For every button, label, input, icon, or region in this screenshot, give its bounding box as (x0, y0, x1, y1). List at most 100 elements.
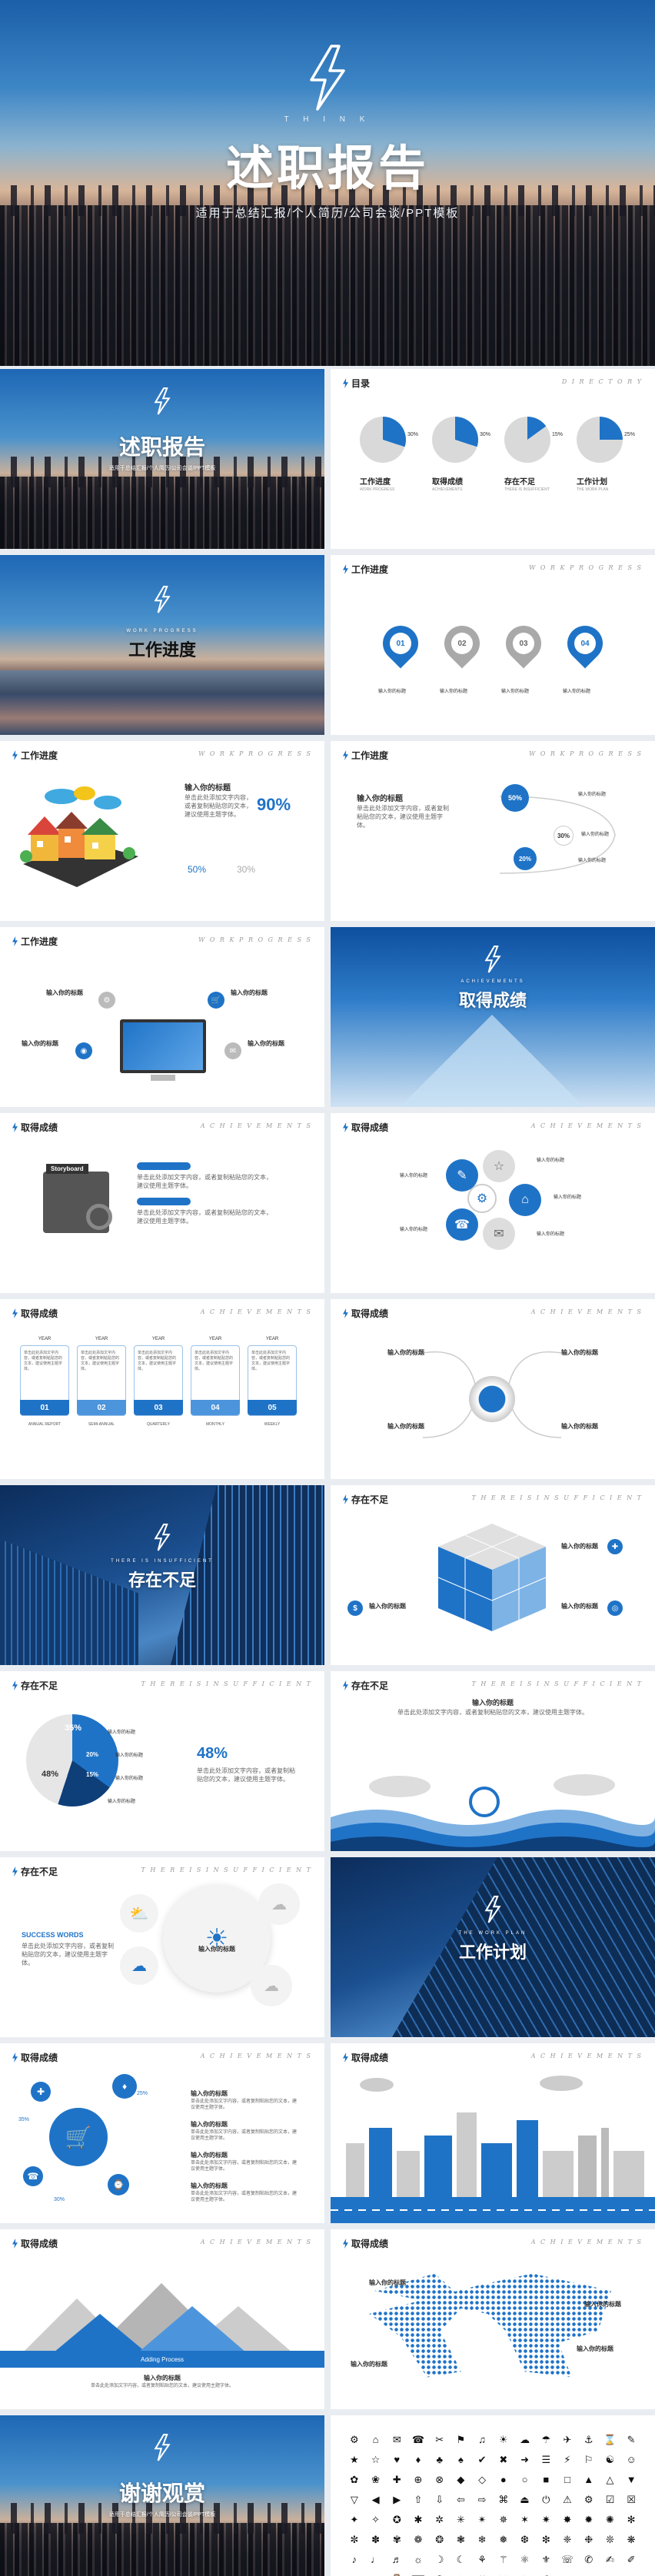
library-glyph-icon[interactable]: ☁ (520, 2434, 530, 2445)
library-glyph-icon[interactable]: ⚛ (520, 2554, 530, 2565)
library-glyph-icon[interactable]: ⚑ (456, 2434, 466, 2445)
library-glyph-icon[interactable]: ✇ (431, 2572, 448, 2576)
library-glyph-icon[interactable]: ♫ (478, 2434, 486, 2445)
library-glyph-icon[interactable]: ✧ (371, 2514, 381, 2525)
library-glyph-icon[interactable]: ✚ (392, 2474, 401, 2485)
library-glyph-icon[interactable]: ✈ (563, 2434, 572, 2445)
library-glyph-icon[interactable]: ✍ (605, 2554, 614, 2565)
library-glyph-icon[interactable]: ⇨ (477, 2494, 487, 2505)
library-glyph-icon[interactable]: ✾ (392, 2534, 401, 2545)
slide-20-achievements-city[interactable]: 取得成绩 A C H I E V E M E N T S (331, 2043, 655, 2223)
library-glyph-icon[interactable]: ◇ (478, 2474, 487, 2485)
library-glyph-icon[interactable]: ♦ (415, 2454, 421, 2465)
library-glyph-icon[interactable]: ☒ (627, 2494, 636, 2505)
drop-marker-2[interactable]: 02 (437, 618, 487, 669)
library-glyph-icon[interactable]: ◀ (371, 2494, 380, 2505)
library-glyph-icon[interactable]: ❅ (499, 2534, 508, 2545)
library-glyph-icon[interactable]: ♬ (391, 2554, 402, 2565)
library-glyph-icon[interactable]: ☯ (605, 2454, 615, 2465)
library-glyph-icon[interactable]: ▼ (626, 2474, 637, 2485)
slide-14-insufficient-cube[interactable]: 存在不足 T H E R E I S I N S U F F I C I E N… (331, 1485, 655, 1665)
library-glyph-icon[interactable]: ♥ (394, 2454, 401, 2465)
slide-4-progress-drops[interactable]: 工作进度 W O R K P R O G R E S S 01 02 03 04… (331, 555, 655, 735)
slide-1-cover[interactable]: 述职报告 适用于总结汇报/个人简历/公司会谈/PPT模板 (0, 369, 324, 549)
library-glyph-icon[interactable]: ⌨ (410, 2572, 427, 2576)
library-glyph-icon[interactable]: ⚜ (541, 2554, 551, 2565)
library-glyph-icon[interactable]: ✺ (605, 2514, 614, 2525)
library-glyph-icon[interactable]: ✼ (350, 2534, 359, 2545)
library-glyph-icon[interactable]: ✆ (584, 2554, 593, 2565)
slide-8-section-achievements[interactable]: ACHIEVEMENTS 取得成绩 (331, 927, 655, 1107)
library-glyph-icon[interactable]: ⌂ (372, 2434, 379, 2445)
library-glyph-icon[interactable]: ☺ (626, 2454, 637, 2465)
slide-21-achievements-mountains[interactable]: 取得成绩 A C H I E V E M E N T S Adding Proc… (0, 2229, 324, 2409)
directory-item-label[interactable]: 工作进度 (360, 478, 391, 487)
library-glyph-icon[interactable]: ✉ (392, 2434, 401, 2445)
library-glyph-icon[interactable]: ✿ (350, 2474, 359, 2485)
library-glyph-icon[interactable]: ❋ (627, 2534, 636, 2545)
library-glyph-icon[interactable]: ☽ (434, 2554, 444, 2565)
library-glyph-icon[interactable]: ⊕ (414, 2474, 423, 2485)
library-glyph-icon[interactable]: ✳ (456, 2514, 465, 2525)
library-glyph-icon[interactable]: ○ (521, 2474, 528, 2485)
slide-16-insufficient-waves[interactable]: 存在不足 T H E R E I S I N S U F F I C I E N… (331, 1671, 655, 1851)
library-glyph-icon[interactable]: □ (564, 2474, 570, 2485)
petal-3[interactable]: ⌂ (509, 1184, 541, 1216)
library-glyph-icon[interactable]: ⚘ (477, 2554, 487, 2565)
slide-23-thanks[interactable]: 谢谢观赏 适用于总结汇报/个人简历/公司会谈/PPT模板 (0, 2415, 324, 2576)
slide-10-achievements-petals[interactable]: 取得成绩 A C H I E V E M E N T S ✎ ☆ ⌂ ✉ ☎ ⚙… (331, 1113, 655, 1293)
library-glyph-icon[interactable]: ✖ (499, 2454, 508, 2465)
library-glyph-icon[interactable]: ❆ (520, 2534, 530, 2545)
library-glyph-icon[interactable]: ▽ (350, 2494, 358, 2505)
library-glyph-icon[interactable]: ♣ (436, 2454, 443, 2465)
library-glyph-icon[interactable]: ☾ (456, 2554, 466, 2565)
library-glyph-icon[interactable]: ⚗ (537, 2572, 554, 2576)
library-glyph-icon[interactable]: ♪ (351, 2554, 357, 2565)
library-glyph-icon[interactable]: ⏏ (520, 2494, 530, 2505)
library-glyph-icon[interactable]: ⚙ (350, 2434, 359, 2445)
library-glyph-icon[interactable]: ✶ (520, 2514, 530, 2525)
library-glyph-icon[interactable]: ✑ (346, 2572, 363, 2576)
library-glyph-icon[interactable]: ☼ (414, 2554, 423, 2565)
library-glyph-icon[interactable]: ✸ (563, 2514, 572, 2525)
library-glyph-icon[interactable]: ✦ (350, 2514, 359, 2525)
petal-4[interactable]: ✉ (483, 1218, 515, 1250)
library-glyph-icon[interactable]: △ (606, 2474, 614, 2485)
library-glyph-icon[interactable]: ⚠ (563, 2494, 572, 2505)
library-glyph-icon[interactable]: ❊ (605, 2534, 614, 2545)
library-glyph-icon[interactable]: ❀ (371, 2474, 381, 2485)
library-glyph-icon[interactable]: ✂ (435, 2434, 444, 2445)
library-glyph-icon[interactable]: ⚖ (517, 2572, 534, 2576)
slide-24-icon-library[interactable]: ⚙⌂✉☎✂⚑♫☀☁☂✈⚓⌛✎★☆♥♦♣♠✔✖➜☰⚡⚐☯☺✿❀✚⊕⊗◆◇●○■□▲… (331, 2415, 655, 2576)
library-glyph-icon[interactable]: ⏻ (542, 2494, 550, 2505)
slide-13-section-insufficient[interactable]: THERE IS INSUFFICIENT 存在不足 (0, 1485, 324, 1665)
library-glyph-icon[interactable]: ☑ (605, 2494, 615, 2505)
directory-item-label[interactable]: 取得成绩 (432, 478, 463, 487)
library-glyph-icon[interactable]: ✲ (435, 2514, 444, 2525)
library-glyph-icon[interactable]: ✽ (371, 2534, 381, 2545)
library-glyph-icon[interactable]: ✐ (627, 2554, 636, 2565)
drop-marker-1[interactable]: 01 (375, 618, 426, 669)
library-glyph-icon[interactable]: ✻ (627, 2514, 636, 2525)
library-glyph-icon[interactable]: ❂ (435, 2534, 444, 2545)
slide-17-insufficient-weather[interactable]: 存在不足 T H E R E I S I N S U F F I C I E N… (0, 1857, 324, 2037)
library-glyph-icon[interactable]: ☀ (499, 2434, 508, 2445)
library-glyph-icon[interactable]: ✱ (414, 2514, 423, 2525)
library-glyph-icon[interactable]: ❄ (477, 2534, 487, 2545)
library-glyph-icon[interactable]: ⌘ (498, 2494, 509, 2505)
library-glyph-icon[interactable]: ☏ (560, 2554, 574, 2565)
library-glyph-icon[interactable]: ❇ (541, 2534, 550, 2545)
petal-5[interactable]: ☎ (446, 1208, 478, 1241)
library-glyph-icon[interactable]: ❃ (456, 2534, 465, 2545)
bubble-2[interactable]: 30% (554, 826, 574, 846)
library-glyph-icon[interactable]: ⚙ (584, 2494, 593, 2505)
drop-marker-4[interactable]: 04 (560, 618, 610, 669)
slide-18-section-work-plan[interactable]: THE WORK PLAN 工作计划 (331, 1857, 655, 2037)
library-glyph-icon[interactable]: ⇦ (456, 2494, 465, 2505)
library-glyph-icon[interactable]: ✹ (584, 2514, 593, 2525)
slide-6-progress-bubbles[interactable]: 工作进度 W O R K P R O G R E S S 输入你的标题 单击此处… (331, 741, 655, 921)
